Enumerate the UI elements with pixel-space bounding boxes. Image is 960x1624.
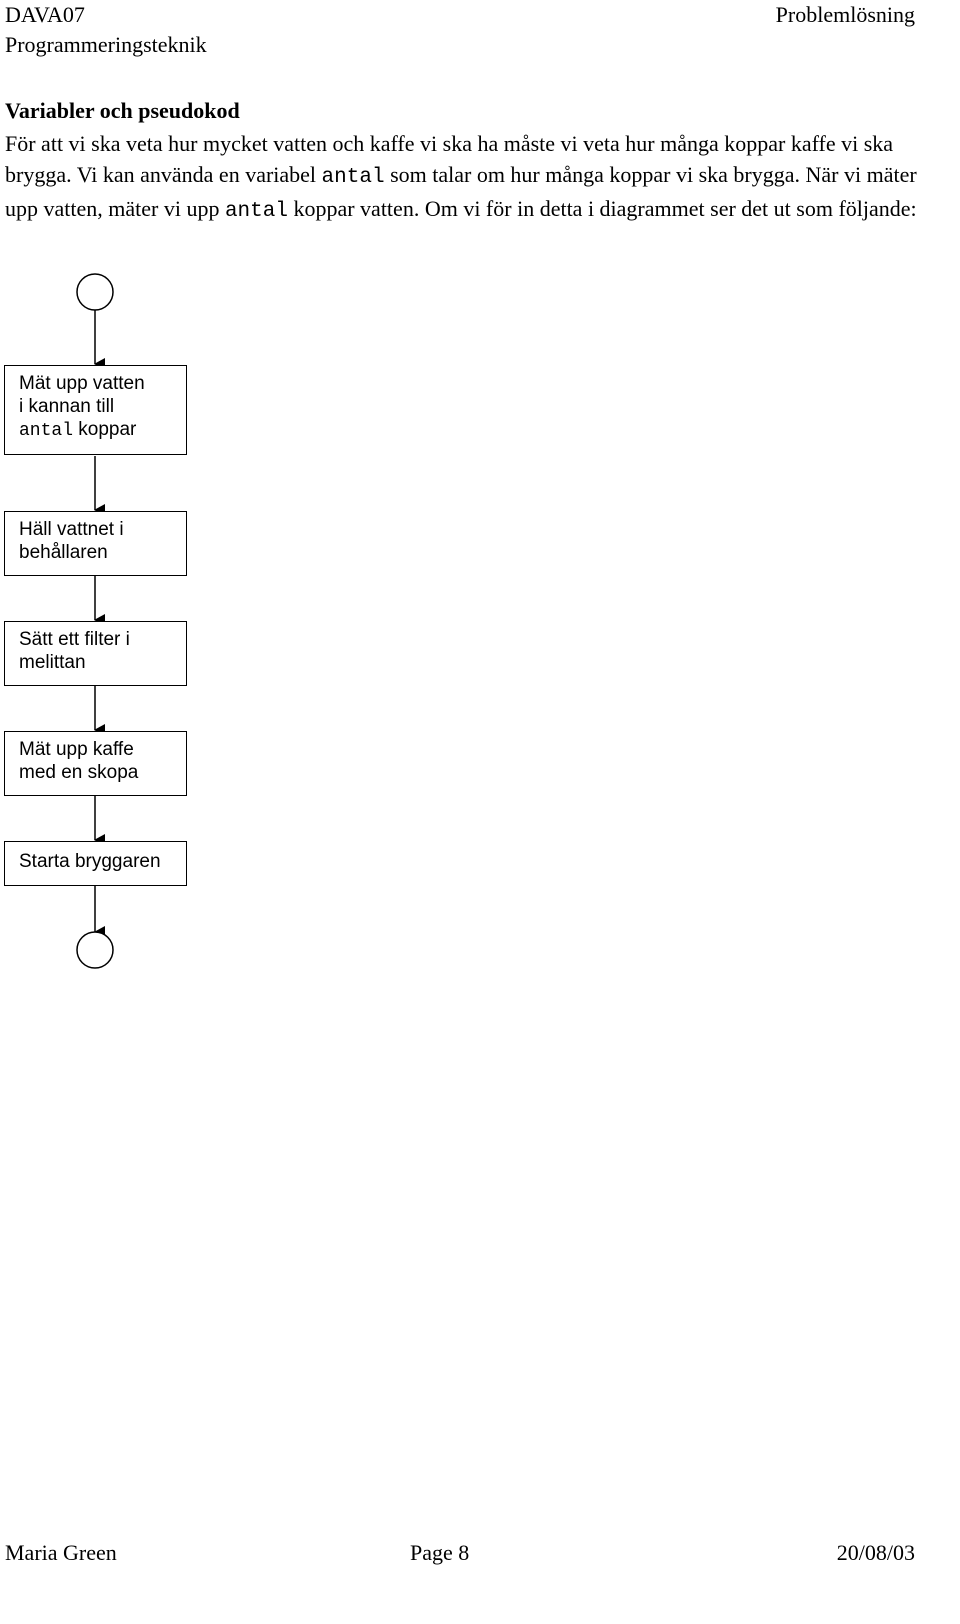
step-text: Häll vattnet i [19,519,124,540]
chapter-title: Problemlösning [775,2,915,27]
code-variable: antal [224,200,288,223]
step-text: behållaren [19,542,108,563]
flow-step-start-brewer: Starta bryggaren [4,841,187,886]
step-text: Starta bryggaren [19,851,161,872]
flow-step-measure-water: Mät upp vatten i kannan till antal koppa… [4,365,187,455]
step-text: med en skopa [19,762,139,783]
step-text: koppar [73,419,137,440]
start-node [76,273,114,311]
flow-step-insert-filter: Sätt ett filter i melittan [4,621,187,686]
paragraph-text: koppar vatten. Om vi för in detta i diag… [287,196,917,221]
footer-author: Maria Green [5,1540,117,1565]
step-text: melittan [19,652,86,673]
code-variable: antal [19,421,74,441]
paragraph-text: För att vi ska veta hur mycket vatten oc… [5,131,894,187]
footer-page-number: Page 8 [410,1540,470,1565]
step-text: Mät upp kaffe [19,739,134,760]
course-code: DAVA07 [5,2,85,27]
step-text: i kannan till [19,396,115,417]
course-name: Programmeringsteknik [5,32,207,57]
footer-date: 20/08/03 [836,1540,915,1565]
step-text-with-code: antal koppar [19,418,176,443]
step-text: Mät upp vatten [19,373,145,394]
flowchart-connectors [76,273,114,969]
section-heading: Variabler och pseudokod [5,98,240,123]
paragraph-text: som talar om hur många koppar vi ska bry… [5,162,917,221]
body-paragraph: För att vi ska veta hur mycket vatten oc… [5,128,940,227]
code-variable: antal [321,166,385,189]
flow-step-measure-coffee: Mät upp kaffe med en skopa [4,731,187,796]
flow-step-pour-water: Häll vattnet i behållaren [4,511,187,576]
page-header-left: DAVA07 Programmeringsteknik [5,0,207,60]
end-node [76,931,114,969]
step-text: Sätt ett filter i [19,629,130,650]
